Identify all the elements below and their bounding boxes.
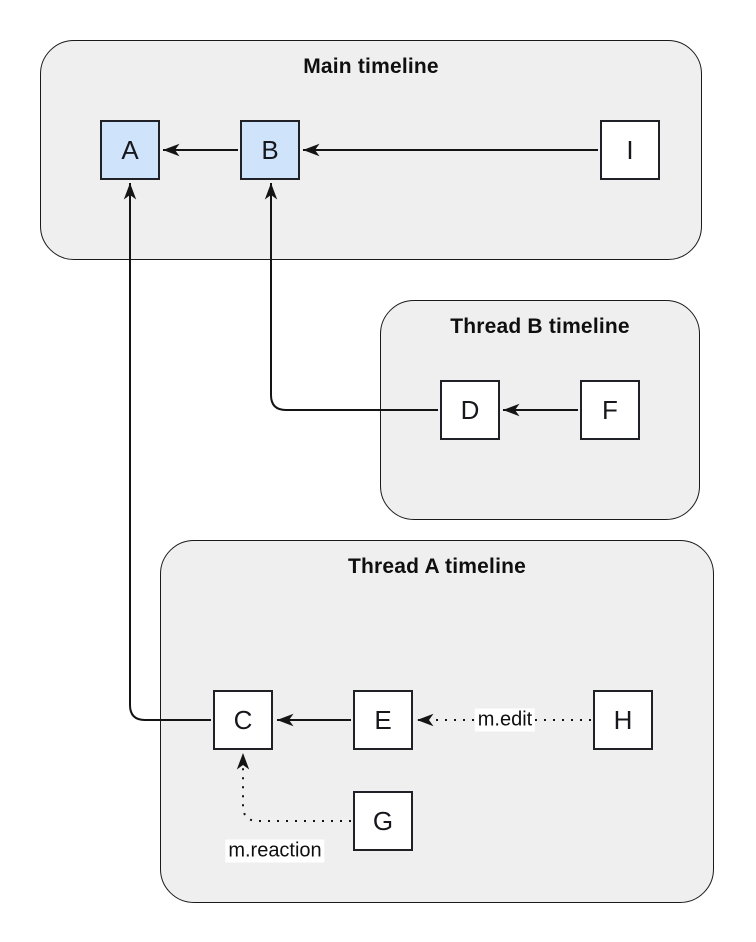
node-d: D bbox=[440, 380, 500, 440]
edge-label-m-edit: m.edit bbox=[474, 708, 536, 732]
node-g: G bbox=[353, 791, 413, 851]
node-f: F bbox=[580, 380, 640, 440]
main-timeline-title: Main timeline bbox=[303, 55, 439, 78]
node-e: E bbox=[353, 690, 413, 750]
thread-a-timeline-title: Thread A timeline bbox=[347, 555, 527, 578]
thread-b-timeline-group: Thread B timeline bbox=[380, 300, 700, 520]
node-h: H bbox=[593, 690, 653, 750]
node-c: C bbox=[213, 690, 273, 750]
node-i: I bbox=[600, 120, 660, 180]
thread-b-timeline-title: Thread B timeline bbox=[450, 315, 630, 338]
node-b: B bbox=[240, 120, 300, 180]
node-a: A bbox=[100, 120, 160, 180]
edge-label-m-reaction: m.reaction bbox=[225, 839, 325, 863]
